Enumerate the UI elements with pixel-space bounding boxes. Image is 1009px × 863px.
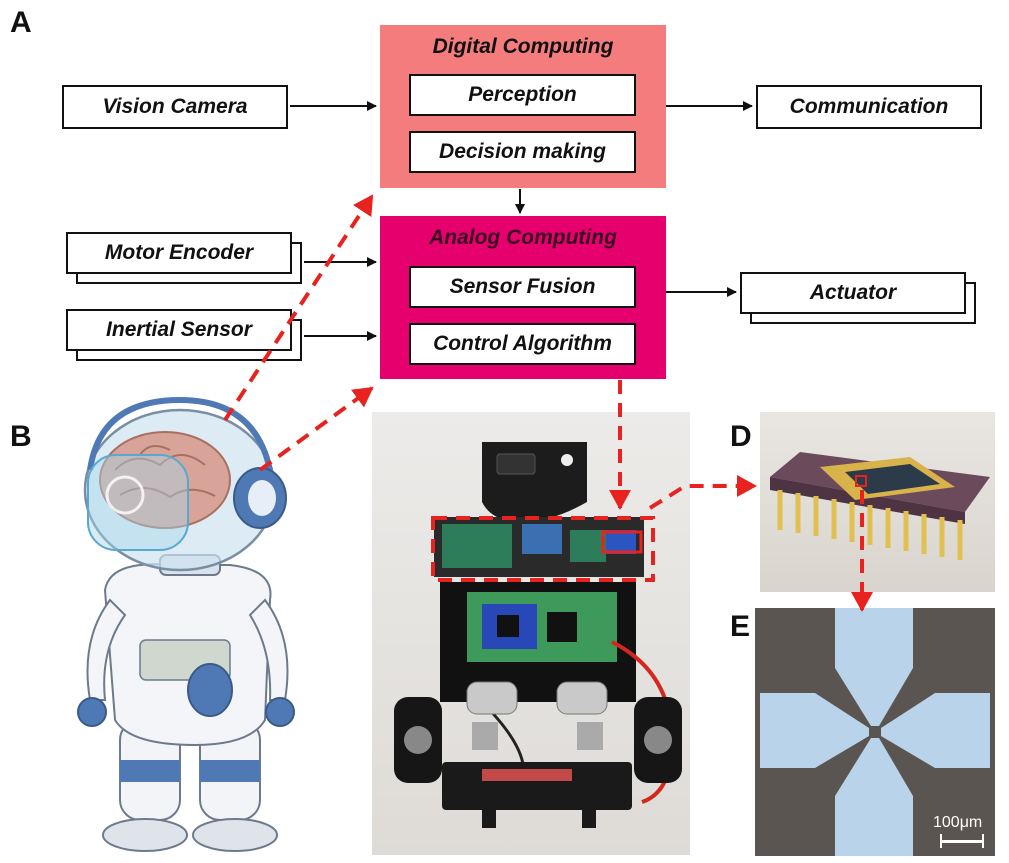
battery bbox=[482, 769, 572, 781]
mcu-chip bbox=[497, 615, 519, 637]
scale-bar-left-tick bbox=[940, 834, 942, 848]
dashed-highlight-robot-boards bbox=[431, 516, 655, 582]
panel-label-a: A bbox=[10, 6, 32, 39]
analog-chip-board bbox=[606, 530, 636, 554]
dashed-arrow-brain-to-digital bbox=[223, 194, 374, 422]
driver-chip bbox=[547, 612, 577, 642]
inertial-sensor-stack: Inertial Sensor bbox=[66, 309, 302, 361]
inertial-sensor-box: Inertial Sensor bbox=[66, 309, 292, 351]
dashed-arrow-robot-to-chip bbox=[648, 475, 757, 510]
gear-left bbox=[472, 722, 498, 750]
motor-encoder-stack: Motor Encoder bbox=[66, 232, 302, 284]
device-micrograph: 100μm bbox=[755, 608, 995, 856]
micrograph-drawing bbox=[760, 608, 990, 856]
analog-computing-title: Analog Computing bbox=[429, 226, 617, 249]
actuator-box: Actuator bbox=[740, 272, 966, 314]
pcb-middle bbox=[522, 524, 562, 554]
scale-bar-line bbox=[940, 840, 984, 843]
actuator-stack: Actuator bbox=[740, 272, 976, 324]
distance-sensor bbox=[496, 453, 536, 475]
gear-right bbox=[577, 722, 603, 750]
wheel-right-hub bbox=[644, 726, 672, 754]
panel-label-b: B bbox=[10, 420, 32, 453]
chip-package-drawing bbox=[770, 452, 990, 560]
chip-package-photo bbox=[760, 412, 995, 592]
motor-right bbox=[556, 681, 608, 715]
vision-camera-box: Vision Camera bbox=[62, 85, 288, 129]
scale-bar-label: 100μm bbox=[933, 814, 983, 831]
visor-ring-icon bbox=[105, 475, 145, 515]
perception-box: Perception bbox=[409, 74, 636, 116]
digital-computing-title: Digital Computing bbox=[432, 35, 614, 58]
rear-foot-right bbox=[582, 810, 596, 828]
mast-light bbox=[561, 454, 573, 466]
highlight-analog-chip bbox=[601, 530, 643, 554]
robot-car-drawing bbox=[394, 442, 682, 828]
scale-bar-right-tick bbox=[982, 834, 984, 848]
pcb-right bbox=[570, 530, 606, 562]
motor-left bbox=[466, 681, 518, 715]
decision-making-box: Decision making bbox=[409, 131, 636, 173]
chip-die bbox=[845, 464, 940, 494]
dashed-arrow-ear-to-analog bbox=[258, 386, 374, 472]
robot-arms bbox=[77, 598, 295, 727]
chip-highlight-box bbox=[855, 475, 867, 487]
control-algorithm-box: Control Algorithm bbox=[409, 323, 636, 365]
robot-car-photo bbox=[372, 412, 690, 855]
motor-encoder-box: Motor Encoder bbox=[66, 232, 292, 274]
robot-visor bbox=[87, 454, 189, 551]
analog-computing-block: Analog Computing Sensor Fusion Control A… bbox=[380, 216, 666, 379]
chip-body-side bbox=[770, 477, 965, 524]
communication-box: Communication bbox=[756, 85, 982, 129]
digital-computing-block: Digital Computing Perception Decision ma… bbox=[380, 25, 666, 188]
chip-pins bbox=[777, 490, 963, 560]
pcb-left bbox=[442, 524, 512, 568]
robot-ear-inner bbox=[248, 480, 276, 516]
robot-body bbox=[103, 563, 272, 747]
panel-label-e: E bbox=[730, 610, 751, 643]
rear-foot-left bbox=[482, 810, 496, 828]
panel-label-d: D bbox=[730, 420, 752, 453]
sensor-fusion-box: Sensor Fusion bbox=[409, 266, 636, 308]
electrode-pads bbox=[760, 608, 990, 856]
wheel-left-hub bbox=[404, 726, 432, 754]
